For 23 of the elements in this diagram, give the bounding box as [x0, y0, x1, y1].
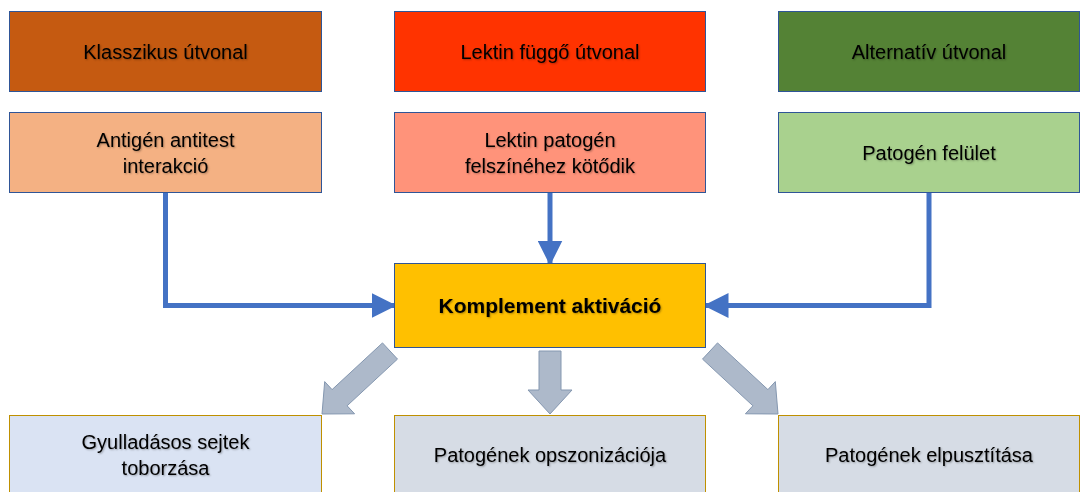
box-label: Patogén felület — [862, 140, 996, 166]
block-arrow — [527, 350, 573, 415]
process-box — [778, 112, 1080, 193]
process-box — [778, 415, 1080, 492]
block-arrow — [321, 342, 398, 415]
box-label: Lektin függő útvonal — [460, 39, 640, 65]
box-label: Alternatív útvonal — [851, 39, 1007, 65]
process-box — [778, 11, 1080, 92]
process-box — [394, 112, 706, 193]
box-label: Lektin patogén felszínéhez kötődik — [463, 127, 637, 179]
box-label: Patogének elpusztítása — [825, 442, 1033, 468]
box-label: Klasszikus útvonal — [83, 39, 248, 65]
process-box — [394, 263, 706, 348]
process-box — [394, 11, 706, 92]
box-label: Komplement aktiváció — [438, 292, 662, 319]
block-arrow — [702, 342, 779, 415]
process-box — [394, 415, 706, 492]
box-label: Patogének opszonizációja — [433, 442, 667, 468]
box-label: Gyulladásos sejtek toborzása — [80, 429, 251, 481]
process-box — [9, 11, 322, 92]
box-label: Antigén antitest interakció — [95, 127, 236, 179]
process-box — [9, 415, 322, 492]
process-box — [9, 112, 322, 193]
